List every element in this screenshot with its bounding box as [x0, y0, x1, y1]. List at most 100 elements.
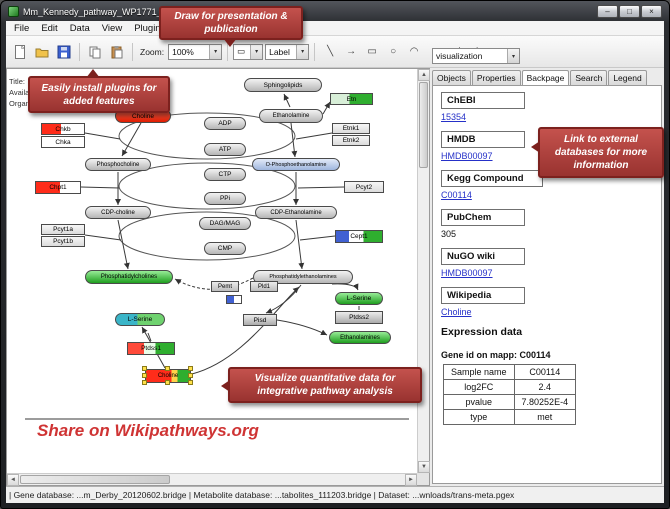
- pathway-node-ptdss2[interactable]: Ptdss2: [335, 311, 383, 324]
- expression-cell: C00114: [513, 364, 577, 380]
- pathway-node-ethanolamine[interactable]: Ethanolamine: [259, 109, 323, 123]
- selection-handle[interactable]: [165, 366, 170, 371]
- cofactor-curve: [118, 211, 296, 261]
- chevron-down-icon[interactable]: ▾: [507, 49, 519, 63]
- selection-handle[interactable]: [142, 380, 147, 385]
- visualization-combobox[interactable]: visualization ▾: [432, 48, 520, 64]
- arc-tool[interactable]: ◠: [409, 46, 419, 57]
- pathway-node-phosphocholine[interactable]: Phosphocholine: [85, 158, 151, 171]
- pathway-node-etnk1[interactable]: Etnk1: [332, 123, 370, 134]
- arrow-tool[interactable]: →: [346, 46, 357, 57]
- pathway-node-o-phosphoethanolamine[interactable]: O-Phosphoethanolamine: [252, 158, 340, 171]
- menu-data[interactable]: Data: [69, 22, 90, 34]
- pathway-node-adp[interactable]: ADP: [204, 117, 246, 130]
- backpage-link[interactable]: Choline: [441, 307, 472, 317]
- pathway-node-cdp-ethanolamine[interactable]: CDP-Ethanolamine: [255, 206, 337, 219]
- paste-button[interactable]: [107, 42, 127, 62]
- tab-properties[interactable]: Properties: [471, 70, 521, 85]
- tab-backpage[interactable]: Backpage: [521, 70, 570, 85]
- pathway-node-chkb[interactable]: Chkb: [41, 123, 85, 135]
- vertical-scroll-thumb[interactable]: [419, 82, 428, 168]
- edge: [299, 235, 336, 241]
- zoom-combobox[interactable]: 100% ▾: [168, 43, 223, 60]
- backpage-link[interactable]: 15354: [441, 112, 467, 122]
- minimize-button[interactable]: –: [597, 5, 618, 18]
- backpage-link[interactable]: HMDB00097: [441, 151, 493, 161]
- selection-handle[interactable]: [142, 373, 147, 378]
- selection-handle[interactable]: [188, 373, 193, 378]
- pathway-node-ptdss1[interactable]: Ptdss1: [127, 342, 175, 355]
- pathway-node-etn[interactable]: Etn: [330, 93, 373, 105]
- scroll-up-icon[interactable]: ▲: [418, 69, 430, 81]
- tab-search[interactable]: Search: [570, 70, 608, 85]
- backpage-link[interactable]: HMDB00097: [441, 268, 493, 278]
- selection-handle[interactable]: [165, 380, 170, 385]
- maximize-button[interactable]: □: [619, 5, 640, 18]
- cofactor-curve: [118, 112, 296, 160]
- edge: [84, 234, 122, 241]
- callout-pointer-down: [223, 38, 237, 47]
- label-combobox[interactable]: Label ▾: [265, 43, 310, 60]
- scroll-right-icon[interactable]: ►: [405, 474, 417, 486]
- pathway-node-phosphatidylethanolamines[interactable]: Phosphatidylethanolamines: [253, 270, 353, 284]
- line-tool[interactable]: ╲: [327, 46, 334, 57]
- pathway-node-pcyt1b[interactable]: Pcyt1b: [41, 236, 85, 247]
- pathway-node-pcyt2[interactable]: Pcyt2: [344, 181, 384, 193]
- pathway-node-mini[interactable]: [226, 295, 242, 304]
- copy-button[interactable]: [85, 42, 105, 62]
- pathway-node-cept1[interactable]: Cept1: [335, 230, 383, 243]
- pathway-node-pld1[interactable]: Pld1: [250, 281, 278, 292]
- backpage-link[interactable]: C00114: [441, 190, 472, 200]
- selection-handle[interactable]: [188, 366, 193, 371]
- pathway-canvas[interactable]: Title:Availability:Organism: Sphingolipi…: [7, 69, 417, 473]
- ellipse-tool[interactable]: ○: [390, 46, 397, 57]
- chevron-down-icon[interactable]: ▾: [209, 44, 222, 59]
- horizontal-scrollbar[interactable]: ◄ ►: [7, 473, 417, 486]
- pathway-node-cmp[interactable]: CMP: [204, 242, 246, 255]
- pathway-node-ppi[interactable]: PPi: [204, 192, 246, 205]
- backpage-value: 305: [441, 229, 457, 239]
- pathway-node-l-serine[interactable]: L-Serine: [115, 313, 165, 326]
- pathway-node-l-serine[interactable]: L-Serine: [335, 292, 383, 305]
- horizontal-scroll-thumb[interactable]: [20, 475, 170, 484]
- scroll-left-icon[interactable]: ◄: [7, 474, 19, 486]
- pathway-node-chpt1[interactable]: Chpt1: [35, 181, 81, 194]
- open-button[interactable]: [32, 42, 52, 62]
- datanode-combobox[interactable]: ▭ ▾: [233, 43, 264, 60]
- save-button[interactable]: [54, 42, 74, 62]
- pathway-node-etnk2[interactable]: Etnk2: [332, 135, 370, 146]
- chevron-down-icon[interactable]: ▾: [250, 44, 263, 59]
- menu-plugins[interactable]: Plugins: [134, 22, 166, 34]
- selection-handle[interactable]: [188, 380, 193, 385]
- close-button[interactable]: ×: [641, 5, 662, 18]
- new-button[interactable]: [10, 42, 30, 62]
- pathway-node-pcyt1a[interactable]: Pcyt1a: [41, 224, 85, 235]
- menu-edit[interactable]: Edit: [41, 22, 58, 34]
- pathway-node-dag-mag[interactable]: DAG/MAG: [199, 217, 251, 230]
- rect-tool[interactable]: ▭: [367, 46, 377, 57]
- scroll-down-icon[interactable]: ▼: [418, 461, 430, 473]
- tab-objects[interactable]: Objects: [432, 70, 471, 85]
- menu-file[interactable]: File: [14, 22, 30, 34]
- chevron-down-icon[interactable]: ▾: [296, 44, 309, 59]
- pathway-node-ctp[interactable]: CTP: [204, 168, 246, 181]
- tab-legend[interactable]: Legend: [608, 70, 647, 85]
- vertical-scrollbar[interactable]: ▲ ▼: [417, 69, 430, 473]
- pathway-node-cdp-choline[interactable]: CDP-choline: [85, 206, 151, 219]
- pathway-node-atp[interactable]: ATP: [204, 143, 246, 156]
- callout-pointer-left: [531, 141, 540, 153]
- expression-cell: pvalue: [443, 394, 515, 410]
- window-controls: – □ ×: [597, 5, 662, 18]
- expression-cell: type: [443, 409, 515, 425]
- pathway-node-sphingolipids[interactable]: Sphingolipids: [244, 78, 322, 92]
- pathway-node-phosphatidylcholines[interactable]: Phosphatidylcholines: [85, 270, 173, 284]
- selection-handle[interactable]: [142, 366, 147, 371]
- canvas-wrap: Title:Availability:Organism: Sphingolipi…: [6, 68, 430, 486]
- pathway-node-pemt[interactable]: Pemt: [211, 281, 239, 292]
- menu-view[interactable]: View: [101, 22, 123, 34]
- pathway-node-chka[interactable]: Chka: [41, 136, 85, 148]
- backpage-value-row: 305: [441, 229, 653, 239]
- pathway-node-pisd[interactable]: Pisd: [243, 314, 277, 326]
- pathway-node-ethanolamines[interactable]: Ethanolamines: [329, 331, 391, 344]
